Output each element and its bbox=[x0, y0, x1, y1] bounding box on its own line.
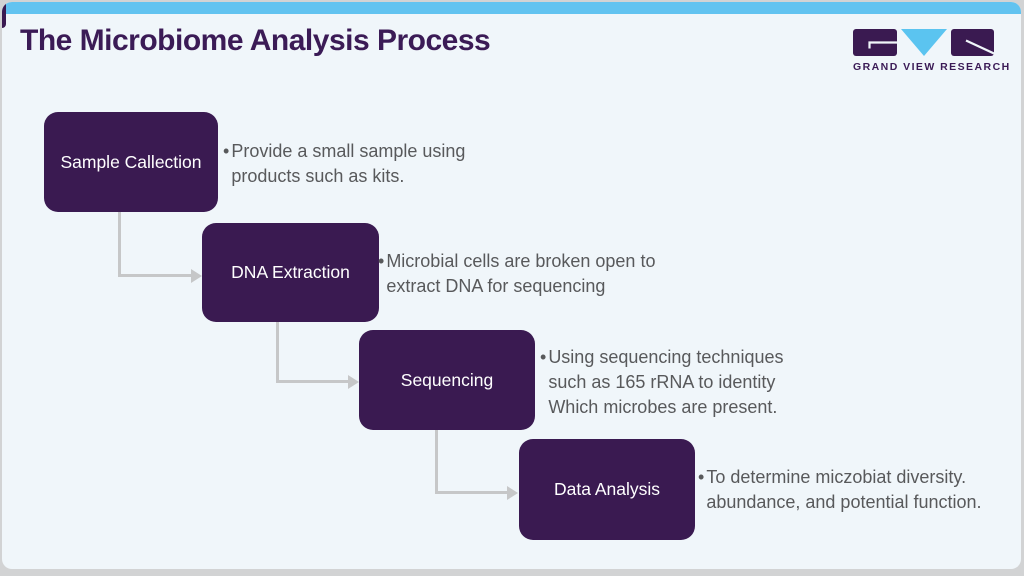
description-line: Using sequencing techniques bbox=[548, 347, 784, 367]
step-description-sample-collection: • Provide a small sample using products … bbox=[223, 139, 465, 189]
step-description-data-analysis: • To determine miczobiat diversity. abun… bbox=[698, 465, 982, 515]
connector-line bbox=[276, 380, 350, 383]
connector-line bbox=[118, 274, 194, 277]
connector-line bbox=[118, 212, 121, 277]
connector-line bbox=[276, 322, 279, 383]
step-label: Sequencing bbox=[400, 369, 494, 390]
description-line: extract DNA for sequencing bbox=[386, 276, 606, 296]
connector-line bbox=[435, 491, 509, 494]
bullet-icon: • bbox=[540, 347, 547, 367]
step-description-sequencing: • Using sequencing techniques such as 16… bbox=[540, 345, 783, 420]
bullet-icon: • bbox=[378, 251, 385, 271]
connector-line bbox=[435, 430, 438, 494]
logo-v-triangle-icon bbox=[901, 29, 947, 61]
step-label: DNA Extraction bbox=[231, 262, 350, 282]
page-title: The Microbiome Analysis Process bbox=[20, 24, 491, 57]
description-line: To determine miczobiat diversity. bbox=[706, 467, 967, 487]
description-line: Which microbes are present. bbox=[548, 397, 778, 417]
top-left-corner-accent bbox=[2, 2, 6, 28]
description-line: such as 165 rRNA to identity bbox=[548, 372, 776, 392]
logo-marks bbox=[853, 29, 995, 56]
logo-g-mark-icon bbox=[853, 29, 897, 61]
slide-card: The Microbiome Analysis Process bbox=[2, 2, 1021, 569]
step-label: Sample Callection bbox=[60, 151, 202, 172]
bullet-icon: • bbox=[223, 141, 230, 161]
arrow-right-icon bbox=[191, 268, 202, 283]
grand-view-research-logo: GRAND VIEW RESEARCH bbox=[853, 29, 1011, 73]
step-label: Data Analysis bbox=[553, 479, 661, 499]
step-box-dna-extraction: DNA Extraction bbox=[202, 223, 379, 322]
step-description-dna-extraction: • Microbial cells are broken open to ext… bbox=[378, 249, 655, 299]
description-line: abundance, and potential function. bbox=[706, 492, 982, 512]
bullet-icon: • bbox=[698, 467, 705, 487]
arrow-right-icon bbox=[348, 374, 359, 389]
arrow-right-icon bbox=[507, 485, 518, 500]
step-box-sample-collection: Sample Callection bbox=[44, 112, 218, 212]
step-box-data-analysis: Data Analysis bbox=[519, 439, 695, 540]
description-line: Provide a small sample using bbox=[231, 141, 466, 161]
logo-wordmark: GRAND VIEW RESEARCH bbox=[853, 61, 1011, 73]
top-accent-bar bbox=[2, 2, 1021, 14]
description-line: Microbial cells are broken open to bbox=[386, 251, 656, 271]
description-line: products such as kits. bbox=[231, 166, 405, 186]
logo-r-mark-icon bbox=[951, 29, 995, 61]
step-box-sequencing: Sequencing bbox=[359, 330, 535, 430]
